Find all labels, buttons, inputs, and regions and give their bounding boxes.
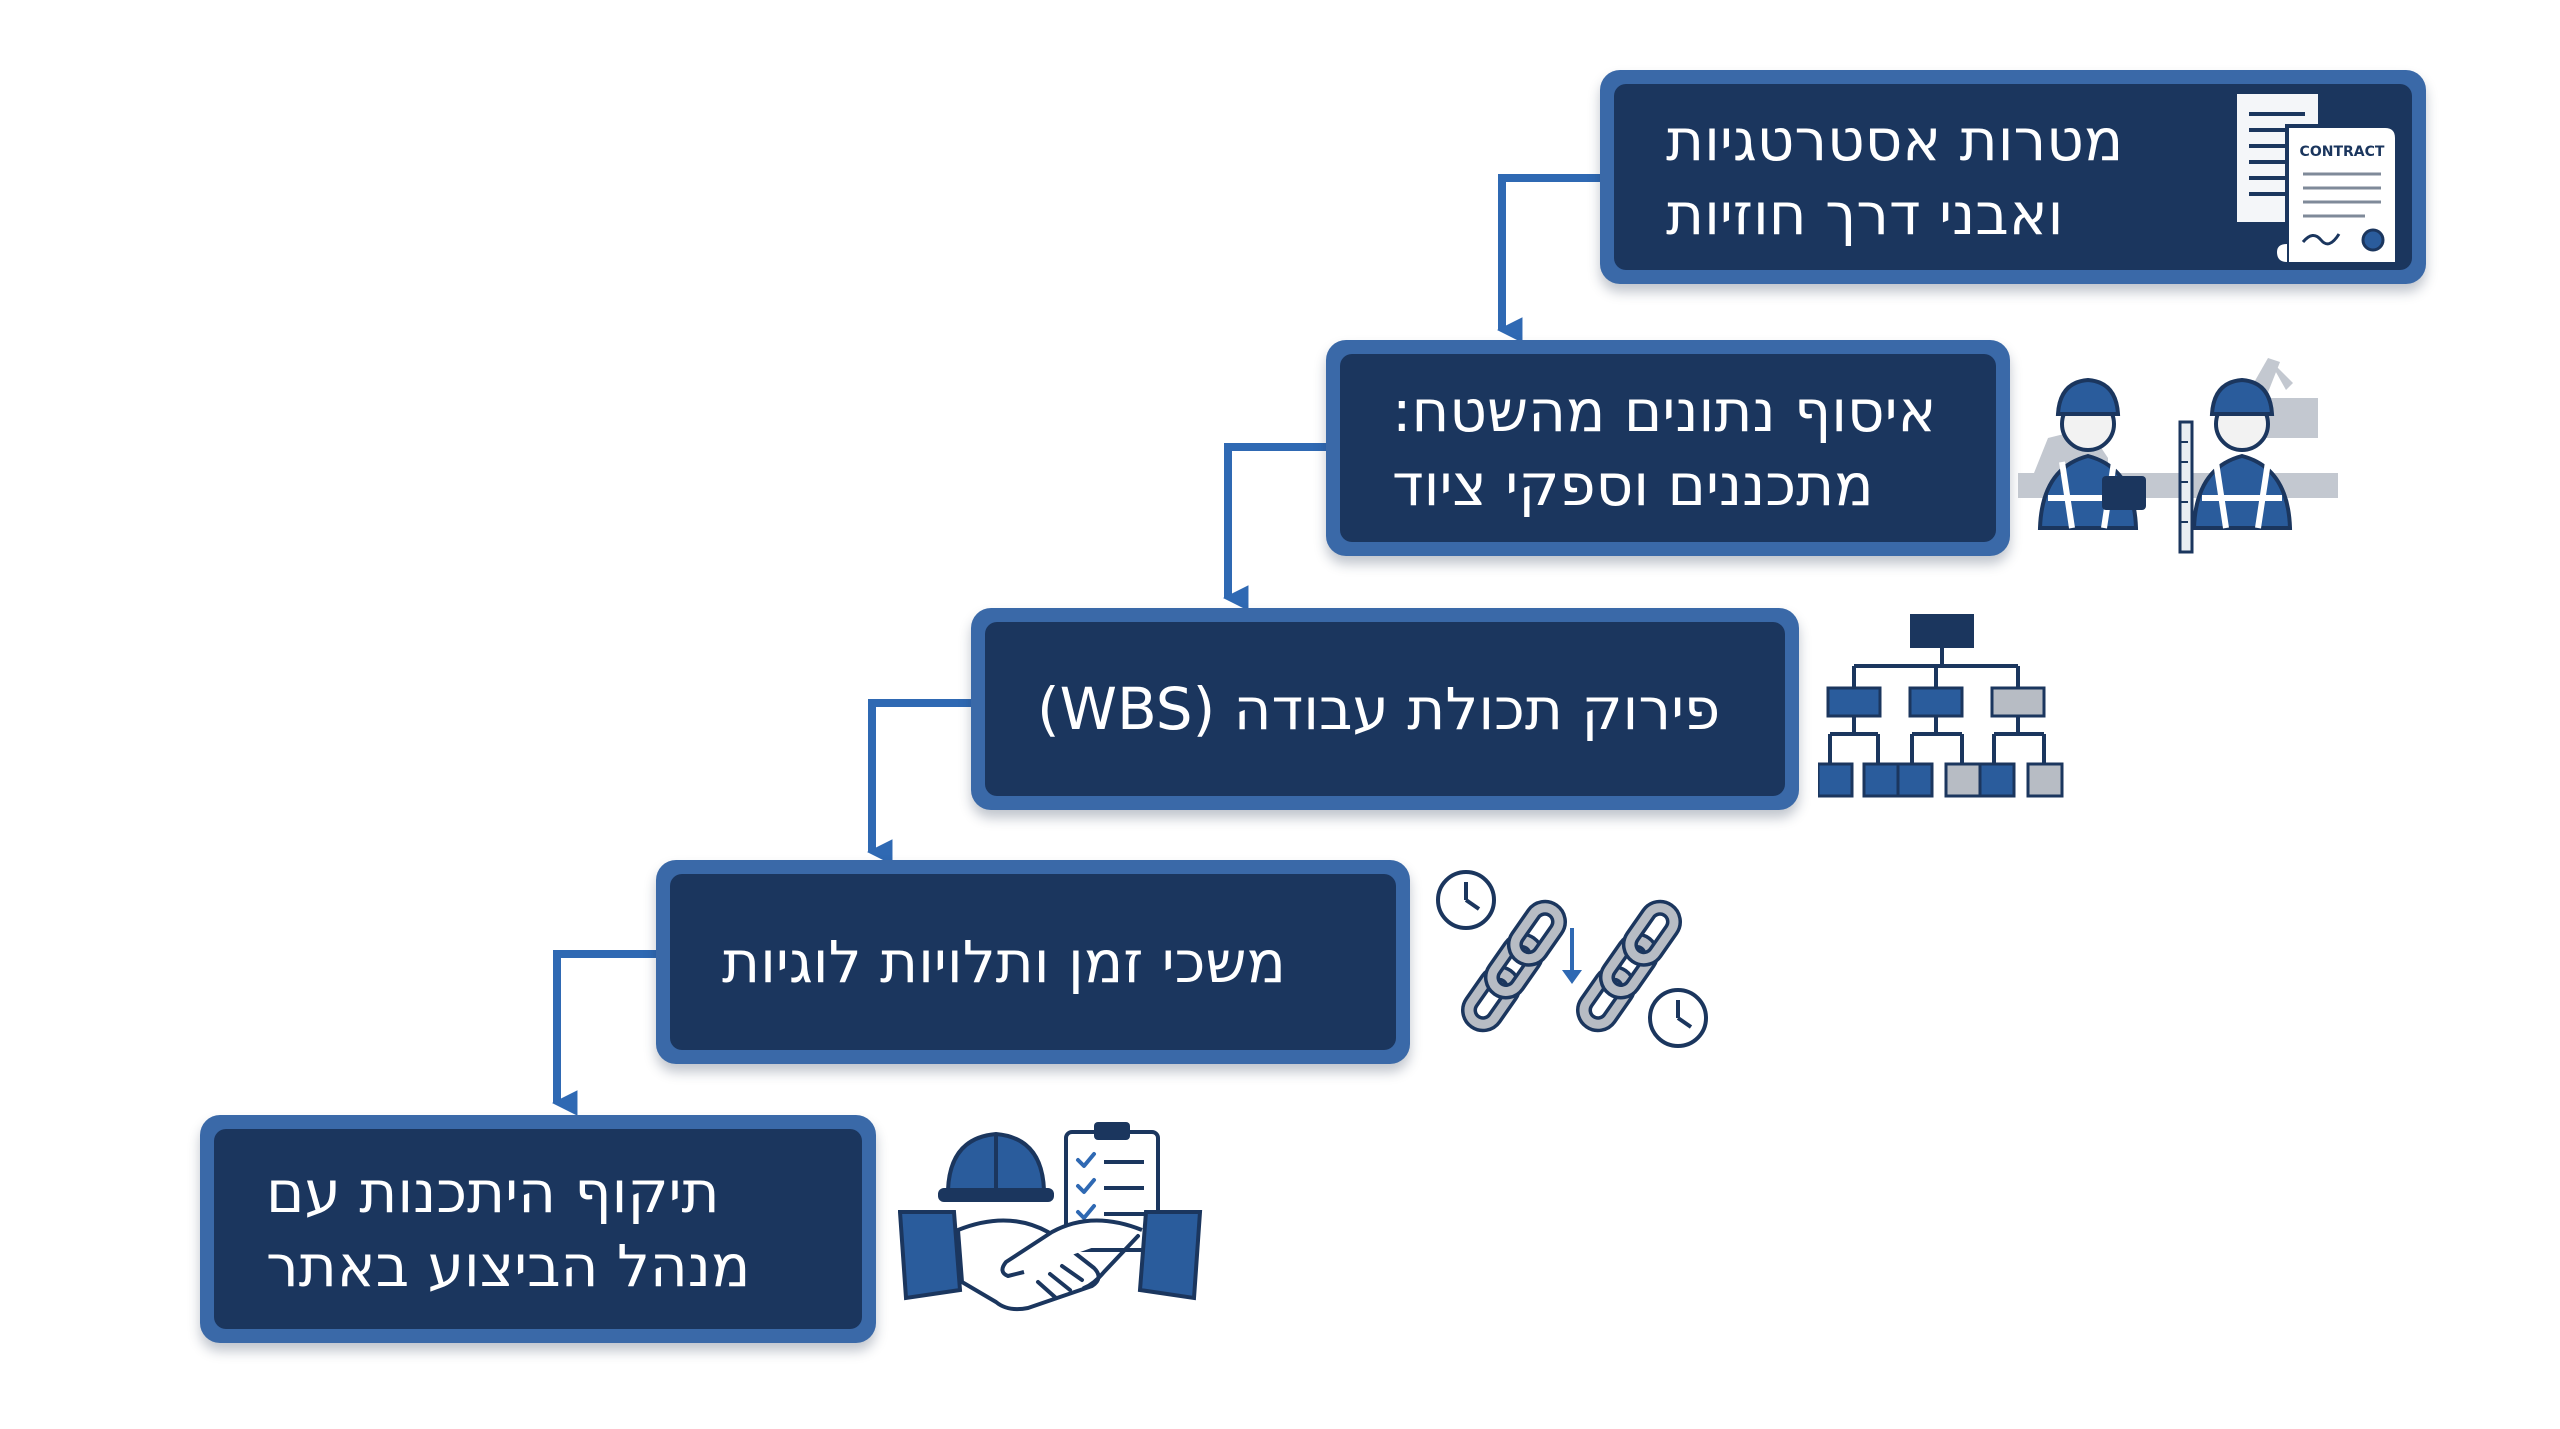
handshake-checklist-icon	[898, 1122, 1203, 1312]
arrow-step2-to-step3	[1222, 443, 1330, 611]
field-workers-icon	[2018, 358, 2338, 554]
step-2-box: איסוף נתונים מהשטח: מתכננים וספקי ציוד	[1326, 340, 2010, 556]
step-5-line-1: תיקוף היתכנות עם	[266, 1158, 720, 1226]
step-2-line-2: מתכננים וספקי ציוד	[1392, 451, 1874, 519]
arrow-step4-to-step5	[551, 950, 660, 1116]
step-3-box: פירוק תכולת עבודה (WBS)	[971, 608, 1799, 810]
step-1-line-1: מטרות אסטרטגיות	[1666, 106, 2124, 174]
wbs-hierarchy-icon	[1818, 614, 2064, 798]
step-1-text: מטרות אסטרטגיות ואבני דרך חוזיות	[1614, 84, 2412, 270]
contract-documents-icon: CONTRACT	[2233, 90, 2399, 266]
chain-clock-dependencies-icon	[1436, 870, 1708, 1048]
step-5-text: תיקוף היתכנות עם מנהל הביצוע באתר	[214, 1129, 862, 1329]
step-4-line-1: משכי זמן ותלויות לוגיות	[722, 928, 1286, 996]
step-4-text: משכי זמן ותלויות לוגיות	[670, 874, 1396, 1050]
step-2-text: איסוף נתונים מהשטח: מתכננים וספקי ציוד	[1340, 354, 1996, 542]
step-5-box: תיקוף היתכנות עם מנהל הביצוע באתר	[200, 1115, 876, 1343]
step-5-line-2: מנהל הביצוע באתר	[266, 1232, 751, 1300]
step-1-line-2: ואבני דרך חוזיות	[1666, 180, 2064, 248]
step-3-line-1: פירוק תכולת עבודה (WBS)	[1037, 675, 1721, 743]
arrow-step1-to-step2	[1496, 174, 1605, 343]
step-3-text: פירוק תכולת עבודה (WBS)	[985, 622, 1785, 796]
svg-text:CONTRACT: CONTRACT	[2300, 144, 2385, 160]
step-2-line-1: איסוף נתונים מהשטח:	[1392, 377, 1937, 445]
step-4-box: משכי זמן ותלויות לוגיות	[656, 860, 1410, 1064]
arrow-step3-to-step4	[866, 699, 975, 865]
